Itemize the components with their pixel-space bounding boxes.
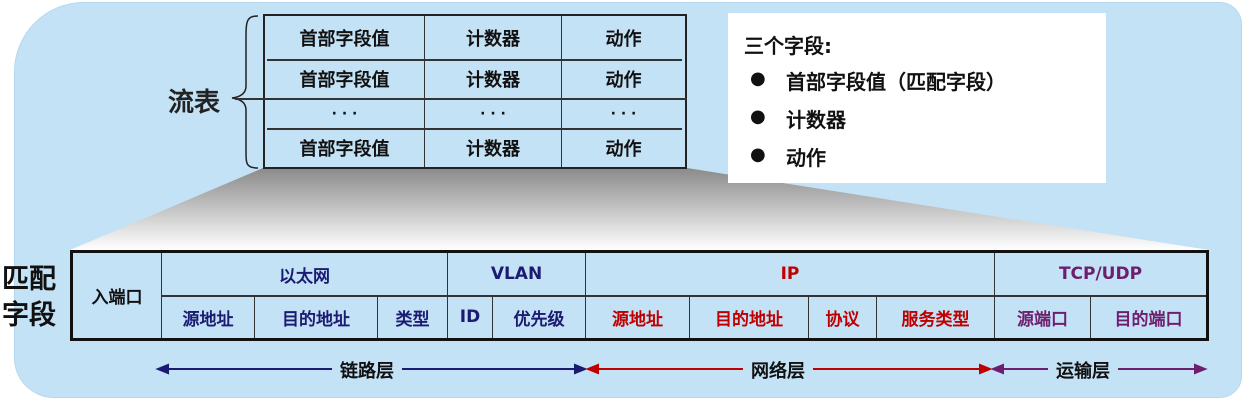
field-ip-tos: 服务类型 [876,296,994,338]
info-item: 计数器 [786,108,846,132]
bullet-icon: ● [750,144,766,165]
field-eth-src: 源地址 [161,296,254,338]
counter-cell: 计数器 [425,16,562,59]
field-ip-src: 源地址 [585,296,689,338]
group-tcp-udp: TCP/UDP [994,253,1206,295]
field-ip-dst: 目的地址 [689,296,808,338]
brace-icon [231,15,259,169]
ellipsis-cell: · · · [610,105,637,122]
info-box: 三个字段: ● 首部字段值（匹配字段） ● 计数器 ● 动作 [728,13,1106,183]
header-value-cell: 首部字段值 [265,129,425,167]
field-ip-proto: 协议 [808,296,876,338]
flow-table: 首部字段值 计数器 动作 首部字段值 计数器 动作 · · · · · · · … [235,14,687,169]
flow-entry: 首部字段值 计数器 动作 [265,129,685,167]
group-ip: IP [585,253,994,295]
network-layer-label: 网络层 [743,357,813,383]
header-value-cell: 首部字段值 [265,16,425,59]
flow-entry: 首部字段值 计数器 动作 [265,60,685,98]
match-fields-table: 入端口 以太网 VLAN IP TCP/UDP 源地址 目的地址 类型 ID 优… [70,250,1209,341]
group-ethernet: 以太网 [161,253,447,295]
action-cell: 动作 [605,139,642,160]
counter-cell: 计数器 [425,129,562,167]
field-eth-dst: 目的地址 [254,296,377,338]
bullet-icon: ● [750,68,766,89]
match-fields-label: 匹配 字段 [2,262,56,334]
label-line: 匹配 [2,264,56,295]
flow-entry: 首部字段值 计数器 动作 [265,16,685,59]
action-cell: 动作 [605,28,642,50]
in-port-cell: 入端口 [91,288,143,308]
header-value-cell: 首部字段值 [265,60,425,98]
group-vlan: VLAN [447,253,585,295]
bullet-icon: ● [750,106,766,127]
info-item: 动作 [786,146,826,170]
field-vlan-id: ID [447,296,492,338]
link-layer-label: 链路层 [332,357,402,383]
field-dst-port: 目的端口 [1090,296,1206,338]
flow-entry-ellipsis: · · · · · · · · · [265,99,685,128]
field-vlan-priority: 优先级 [492,296,585,338]
label-line: 字段 [2,300,56,331]
action-cell: 动作 [605,70,642,91]
ellipsis-cell: · · · [425,99,562,128]
transport-layer-label: 运输层 [1048,357,1118,383]
field-eth-type: 类型 [377,296,447,338]
flow-table-label: 流表 [168,88,221,118]
info-title: 三个字段: [744,34,832,58]
counter-cell: 计数器 [425,60,562,98]
info-item: 首部字段值（匹配字段） [786,70,1006,94]
ellipsis-cell: · · · [265,99,425,128]
field-src-port: 源端口 [994,296,1090,338]
